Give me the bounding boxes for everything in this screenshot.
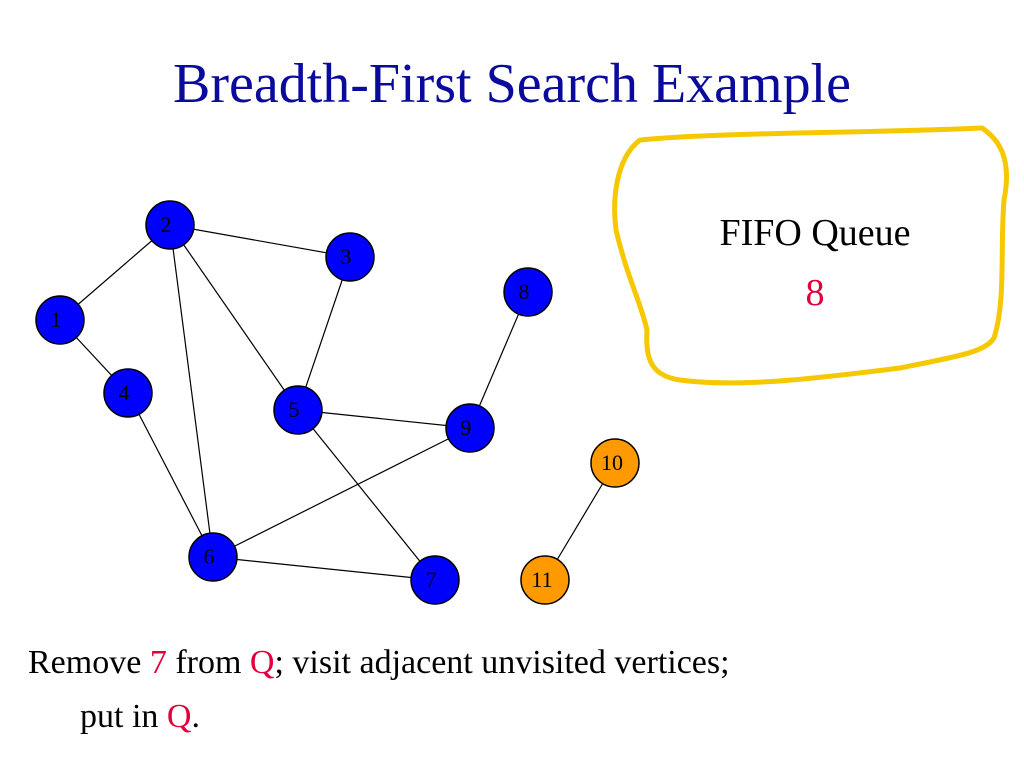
edge-5-7	[297, 409, 436, 581]
vertex-4: 4	[103, 368, 153, 418]
vertex-label: 11	[531, 567, 552, 592]
vertex-label: 6	[204, 544, 215, 569]
vertex-circle	[410, 555, 460, 605]
vertex-circle	[35, 295, 85, 345]
vertex-circle	[445, 403, 495, 453]
edge-4-6	[127, 392, 214, 558]
edge-6-9	[212, 427, 471, 558]
vertex-label: 4	[119, 380, 130, 405]
vertex-3: 3	[325, 232, 375, 282]
vertex-11: 11	[520, 555, 570, 605]
queue-contents: 8	[805, 272, 825, 314]
vertex-8: 8	[503, 267, 553, 317]
caption-text: put in	[80, 698, 167, 735]
vertex-label: 3	[341, 244, 352, 269]
edge-3-5	[297, 256, 351, 411]
vertex-label: 10	[601, 450, 623, 475]
caption-line-1: Remove 7 from Q; visit adjacent unvisite…	[28, 643, 730, 683]
vertex-circle	[590, 438, 640, 488]
slide-title: Breadth-First Search Example	[172, 53, 851, 115]
vertex-9: 9	[445, 403, 495, 453]
vertex-circle	[103, 368, 153, 418]
vertex-2: 2	[145, 200, 195, 250]
vertex-5: 5	[273, 385, 323, 435]
vertex-circle	[325, 232, 375, 282]
removed-vertex: 7	[149, 644, 167, 681]
edge-2-6	[169, 224, 214, 558]
vertex-circle	[145, 200, 195, 250]
vertex-circle	[273, 385, 323, 435]
vertex-1: 1	[35, 295, 85, 345]
vertex-circle	[503, 267, 553, 317]
queue-name: Q	[166, 698, 192, 735]
vertex-label: 7	[426, 567, 437, 592]
queue-name: Q	[249, 644, 275, 681]
caption-text: from	[166, 644, 250, 681]
vertex-label: 8	[519, 279, 530, 304]
caption-line-2: put in Q.	[80, 697, 200, 737]
edge-6-7	[212, 556, 436, 581]
nodes-layer: 1 2 3 4 5 6 7 8 9 10 11	[35, 200, 640, 605]
edge-2-5	[169, 224, 299, 411]
edges-layer	[59, 224, 616, 581]
vertex-6: 6	[188, 532, 238, 582]
edge-2-3	[169, 224, 351, 258]
vertex-label: 1	[51, 307, 62, 332]
vertex-7: 7	[410, 555, 460, 605]
queue-title: FIFO Queue	[719, 212, 911, 254]
caption-text: Remove	[28, 644, 150, 681]
vertex-10: 10	[590, 438, 640, 488]
vertex-label: 2	[161, 212, 172, 237]
caption-text: ; visit adjacent unvisited vertices;	[274, 644, 730, 681]
edge-5-9	[297, 409, 471, 429]
vertex-circle	[188, 532, 238, 582]
vertex-label: 5	[289, 397, 300, 422]
caption-text: .	[191, 698, 200, 735]
vertex-circle	[520, 555, 570, 605]
vertex-label: 9	[461, 415, 472, 440]
